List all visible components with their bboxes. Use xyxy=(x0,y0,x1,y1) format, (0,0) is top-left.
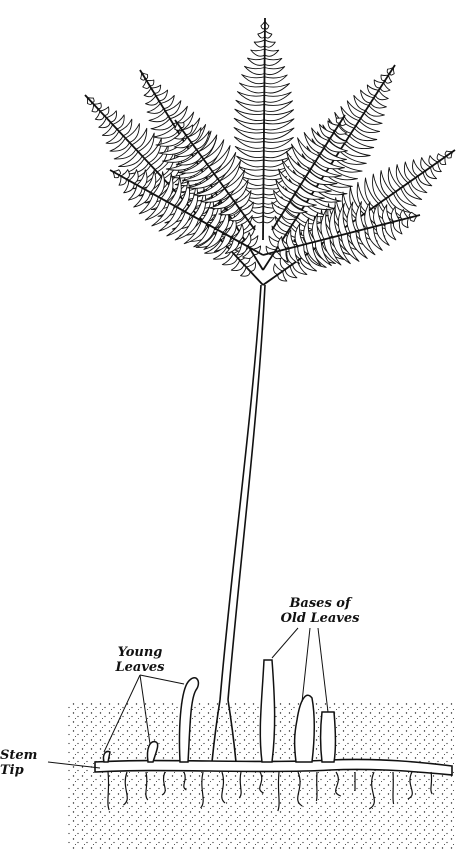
label-stem-line1: Stem xyxy=(0,748,50,763)
label-bases-line2: Old Leaves xyxy=(270,611,370,626)
root xyxy=(316,772,317,801)
label-young-leaves: Young Leaves xyxy=(100,645,180,675)
label-young-line2: Leaves xyxy=(100,660,180,675)
frond-stalk xyxy=(212,285,265,762)
label-stem-line2: Tip xyxy=(0,763,50,778)
root xyxy=(393,772,394,804)
label-bases-line1: Bases of xyxy=(270,596,370,611)
fern-frond xyxy=(85,18,455,285)
label-stem-tip: Stem Tip xyxy=(0,748,50,778)
label-bases-of-old-leaves: Bases of Old Leaves xyxy=(270,596,370,626)
label-young-line1: Young xyxy=(100,645,180,660)
